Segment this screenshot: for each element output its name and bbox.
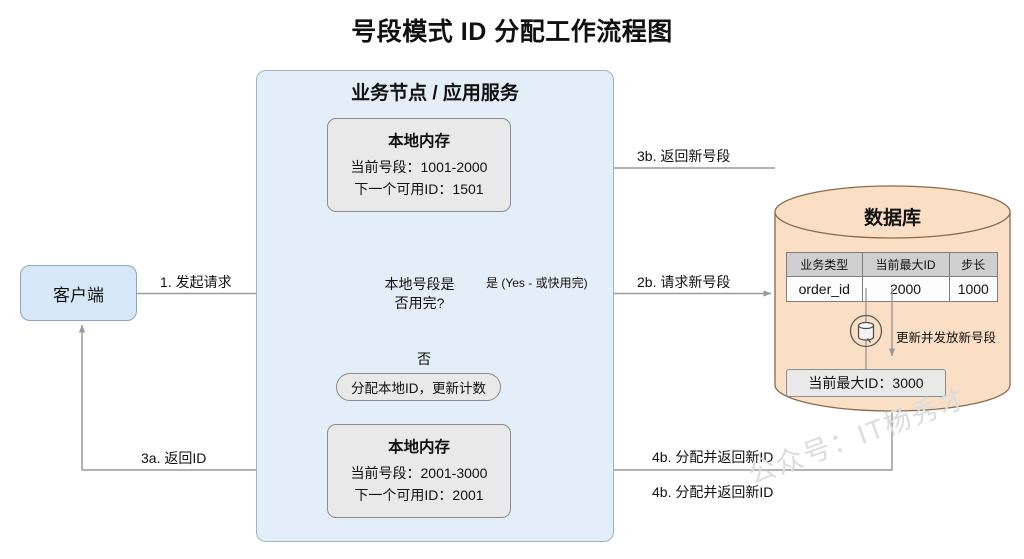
database-result-node: 当前最大ID：3000: [786, 369, 946, 397]
edge-db-to-membottom: [515, 411, 893, 474]
database-lock-icon: [849, 314, 883, 348]
table-row: order_id 2000 1000: [786, 276, 999, 302]
edge-label-allocate-return-new-id-2: 4b. 分配并返回新ID: [652, 484, 774, 500]
allocate-local-id-node: 分配本地ID，更新计数: [336, 373, 501, 401]
table-header-biz-type: 业务类型: [786, 252, 863, 277]
local-memory-top-title: 本地内存: [387, 133, 450, 151]
edge-label-return-id: 3a. 返回ID: [141, 450, 207, 466]
local-memory-top: 本地内存 当前号段：1001-2000 下一个可用ID：1501: [327, 118, 511, 212]
client-node: 客户端: [20, 265, 137, 321]
database-title: 数据库: [863, 208, 921, 229]
local-memory-bottom: 本地内存 当前号段：2001-3000 下一个可用ID：2001: [327, 424, 511, 518]
table-header-row: 业务类型 当前最大ID 步长: [786, 252, 999, 277]
table-header-max-id: 当前最大ID: [861, 252, 950, 277]
edge-label-yes: 是 (Yes - 或快用完): [486, 276, 588, 290]
edge-label-request-new-segment: 2b. 请求新号段: [637, 274, 731, 290]
local-memory-bottom-current-segment: 当前号段：2001-3000: [350, 465, 488, 482]
edge-service-to-client: [78, 324, 327, 471]
page-title: 号段模式 ID 分配工作流程图: [351, 18, 673, 46]
local-memory-bottom-next-id: 下一个可用ID：2001: [354, 487, 484, 503]
service-container-title: 业务节点 / 应用服务: [351, 83, 519, 104]
local-memory-top-current-segment: 当前号段：1001-2000: [350, 159, 488, 176]
edge-label-allocate-return-new-id-1: 4b. 分配并返回新ID: [652, 449, 774, 465]
database-table: 业务类型 当前最大ID 步长 order_id 2000 1000: [786, 252, 999, 302]
decision-line-2: 否用完?: [394, 294, 445, 311]
edge-label-return-new-segment: 3b. 返回新号段: [637, 148, 731, 164]
cell-step: 1000: [948, 276, 999, 302]
database-update-label: 更新并发放新号段: [896, 331, 997, 345]
local-memory-top-next-id: 下一个可用ID：1501: [354, 181, 484, 197]
decision-node: 本地号段是 否用完?: [338, 255, 501, 332]
table-header-step: 步长: [948, 252, 999, 277]
local-memory-bottom-title: 本地内存: [387, 439, 450, 457]
cell-biz-type: order_id: [786, 276, 863, 302]
edge-label-no: 否: [417, 351, 431, 367]
decision-line-1: 本地号段是: [384, 275, 455, 292]
edge-label-request: 1. 发起请求: [160, 274, 232, 290]
